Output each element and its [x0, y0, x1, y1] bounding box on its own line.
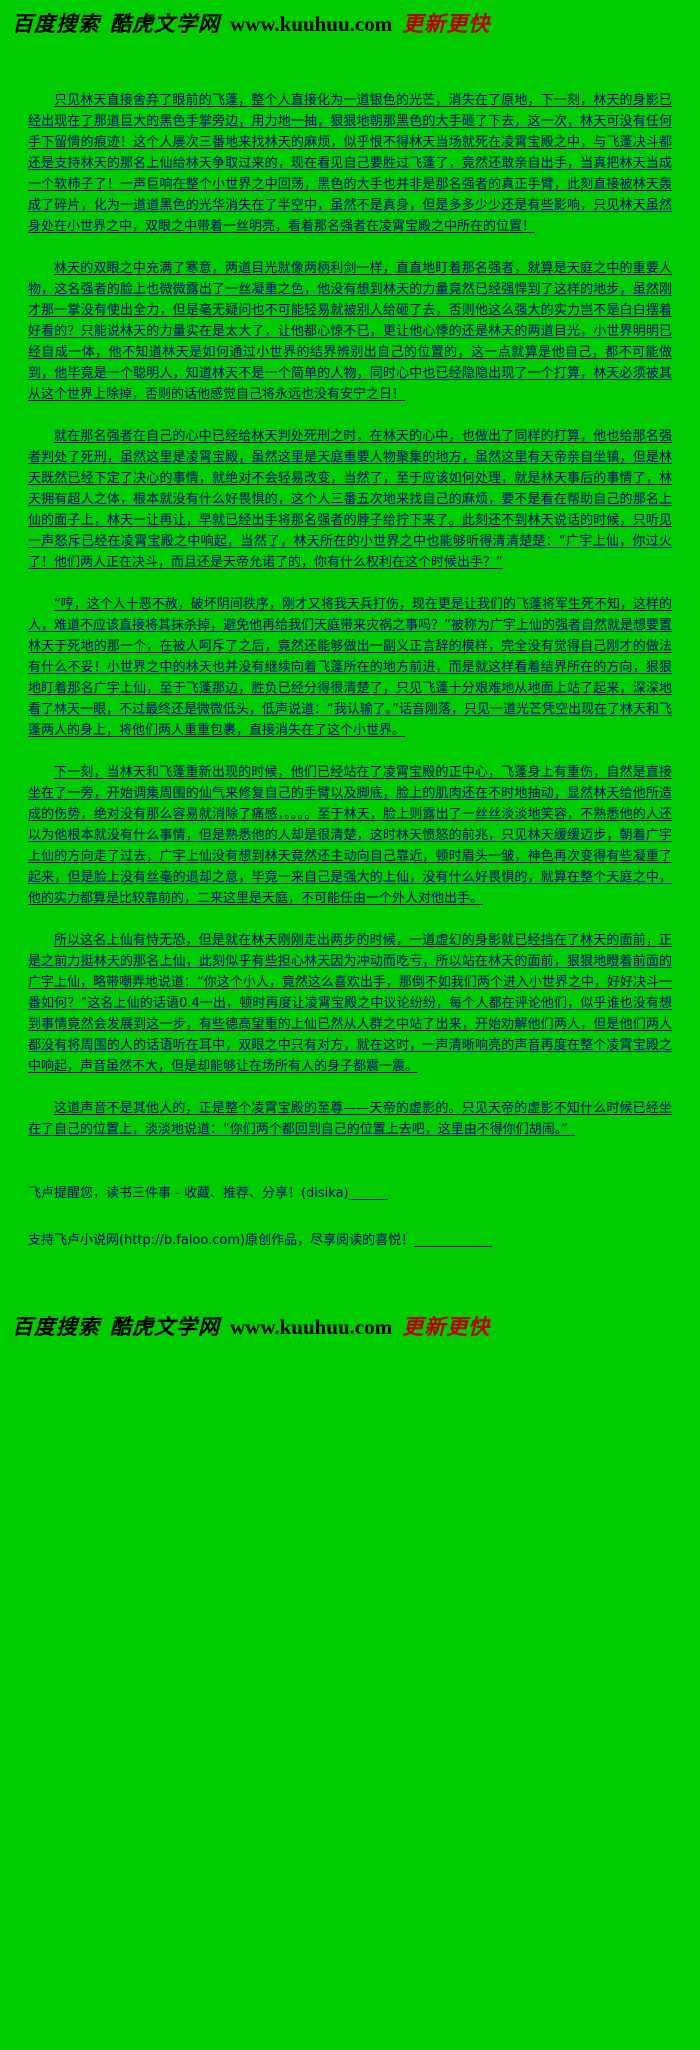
banner-site-name: 酷虎文学网	[110, 1315, 220, 1339]
support-site-line[interactable]: 支持飞卢小说网(http://b.faloo.com)原创作品，尽享阅读的喜悦！…	[28, 1233, 493, 1248]
novel-paragraph: 下一刻，当林天和飞蓬重新出现的时候，他们已经站在了凌霄宝殿的正中心，飞蓬身上有重…	[28, 765, 672, 906]
bottom-banner-wrap: 百度搜索酷虎文学网 www.kuuhuu.com 更新更快	[0, 1277, 700, 1355]
novel-paragraph: 就在那名强者在自己的心中已经给林天判处死刑之时，在林天的心中，也做出了同样的打算…	[28, 429, 672, 570]
banner-search-prefix: 百度搜索	[12, 12, 100, 36]
banner-slogan: 更新更快	[402, 12, 491, 36]
reading-reminder-line: 飞卢提醒您，读书三件事 - 收藏、推荐、分享！(disika)______	[28, 1186, 388, 1201]
bottom-banner: 百度搜索酷虎文学网 www.kuuhuu.com 更新更快	[0, 1303, 700, 1345]
banner-site-url[interactable]: www.kuuhuu.com	[230, 1315, 393, 1339]
site-notices: 飞卢提醒您，读书三件事 - 收藏、推荐、分享！(disika)______ 支持…	[0, 1161, 700, 1251]
novel-paragraph: 这道声音不是其他人的，正是整个凌霄宝殿的至尊——天帝的虚影的。只见天帝的虚影不知…	[28, 1101, 672, 1137]
banner-site-name: 酷虎文学网	[110, 12, 220, 36]
banner-slogan: 更新更快	[402, 1315, 491, 1339]
banner-search-prefix: 百度搜索	[12, 1315, 100, 1339]
novel-paragraph: 只见林天直接舍弃了眼前的飞蓬，整个人直接化为一道银色的光芒，消失在了原地，下一刻…	[28, 93, 672, 234]
novel-paragraph: 林天的双眼之中充满了寒意，两道目光就像两柄利剑一样，直直地盯着那名强者，就算是天…	[28, 261, 672, 402]
novel-paragraph: 所以这名上仙有恃无恐，但是就在林天刚刚走出两步的时候，一道虚幻的身影就已经挡在了…	[28, 933, 672, 1074]
chapter-content: 只见林天直接舍弃了眼前的飞蓬，整个人直接化为一道银色的光芒，消失在了原地，下一刻…	[0, 42, 700, 1140]
novel-paragraph: “哼，这个人十恶不赦，破坏阴间秩序，刚才又将我天兵打伤，现在更是让我们的飞蓬将军…	[28, 597, 672, 738]
top-banner: 百度搜索酷虎文学网 www.kuuhuu.com 更新更快	[0, 0, 700, 42]
banner-site-url[interactable]: www.kuuhuu.com	[230, 12, 393, 36]
